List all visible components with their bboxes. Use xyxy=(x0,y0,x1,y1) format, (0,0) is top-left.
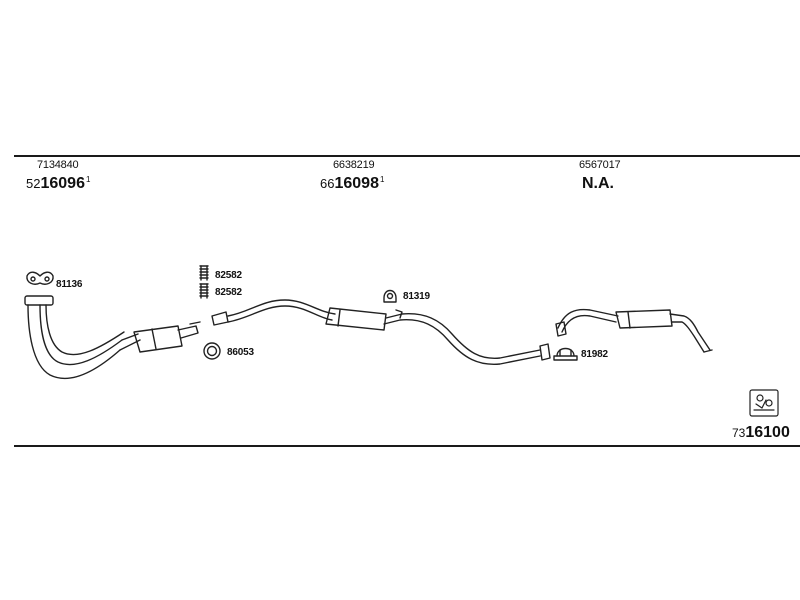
assembly-code-number: 16100 xyxy=(745,424,790,441)
part-label-82582-b: 82582 xyxy=(215,287,242,298)
section-3-code: N.A. xyxy=(582,175,615,193)
part-label-86053: 86053 xyxy=(227,347,254,358)
section-3-ref: 6567017 xyxy=(579,159,621,171)
assembly-code-prefix: 73 xyxy=(732,426,746,440)
section-1-number: 16096 xyxy=(40,175,85,192)
mount-81319-part xyxy=(383,289,397,303)
clamp-81982-part xyxy=(553,347,578,361)
section-2-code: 66160981 xyxy=(320,175,384,193)
catalog-symbol-icon xyxy=(749,389,779,417)
rear-pipe xyxy=(555,308,713,353)
bottom-divider xyxy=(14,445,800,447)
part-label-82582-a: 82582 xyxy=(215,270,242,281)
top-divider xyxy=(14,155,800,157)
section-1-prefix: 52 xyxy=(26,176,41,191)
section-2-number: 16098 xyxy=(334,175,379,192)
section-2-sup: 1 xyxy=(379,175,385,184)
section-1-code: 52160961 xyxy=(26,175,90,193)
spring-82582-part-a xyxy=(199,265,209,281)
part-label-81136: 81136 xyxy=(56,279,83,290)
gasket-81136-part xyxy=(26,271,54,285)
section-2-prefix: 66 xyxy=(320,176,335,191)
front-downpipe xyxy=(24,295,141,380)
spring-82582-part-b xyxy=(199,283,209,299)
section-1-sup: 1 xyxy=(85,175,91,184)
section-2-ref: 6638219 xyxy=(333,159,375,171)
front-silencer xyxy=(133,321,201,353)
section-1-ref: 7134840 xyxy=(37,159,79,171)
center-pipe xyxy=(211,299,551,365)
part-label-81982: 81982 xyxy=(581,349,608,360)
section-3-number: N.A. xyxy=(582,175,614,192)
assembly-code: 7316100 xyxy=(732,424,790,442)
part-label-81319: 81319 xyxy=(403,291,430,302)
ring-86053-part xyxy=(203,342,221,360)
